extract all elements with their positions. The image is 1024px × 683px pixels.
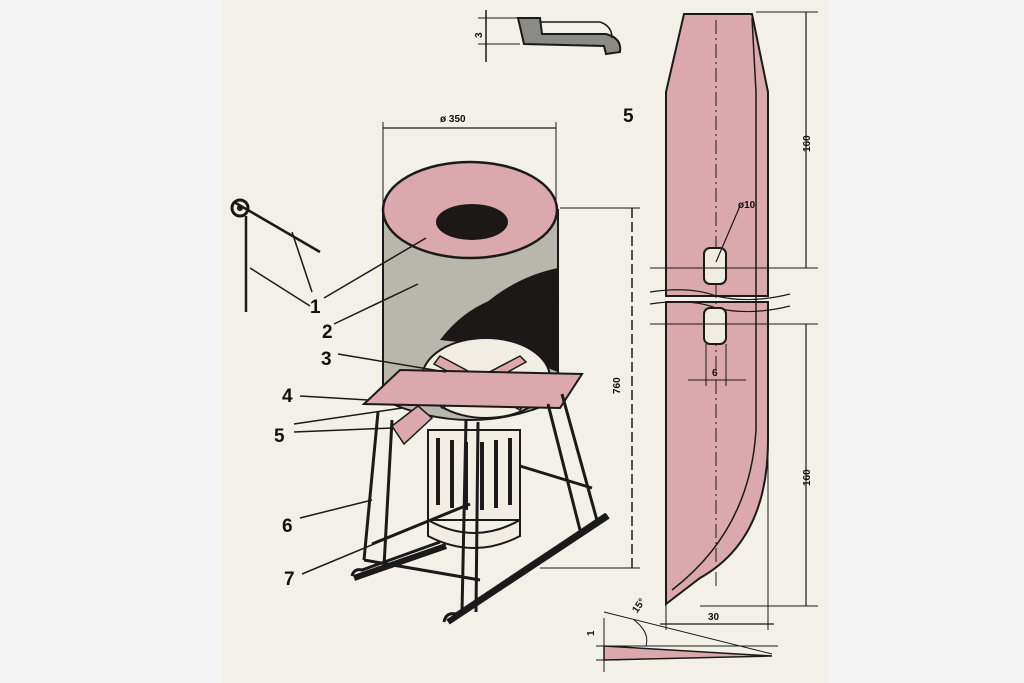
part-label-7: 7 [284,569,295,590]
sheet-number: 5 [623,106,634,127]
blade-detail: 160 160 ø10 6 30 15° 1 [586,11,818,672]
bracket-detail: 3 [474,10,622,62]
dim-height-760: 760 [612,377,623,394]
dim-blade-width-30: 30 [708,612,720,623]
part-label-5: 5 [274,426,285,447]
dim-diameter-350: ø 350 [440,114,466,125]
dim-edge-thickness: 1 [586,630,597,636]
part-label-3: 3 [321,349,332,370]
dim-bevel-angle: 15° [630,597,648,616]
part-label-2: 2 [322,322,333,343]
cylinder-assembly: ø 350 760 [230,114,640,625]
dim-hole-d10: ø10 [738,200,756,211]
part-label-6: 6 [282,516,293,537]
dim-slot-6: 6 [712,368,718,379]
dim-blade-upper-160: 160 [802,135,813,152]
part-label-1: 1 [310,297,321,318]
part-label-4: 4 [282,386,293,407]
dim-blade-lower-160: 160 [802,469,813,486]
dim-bracket-3: 3 [474,32,485,38]
